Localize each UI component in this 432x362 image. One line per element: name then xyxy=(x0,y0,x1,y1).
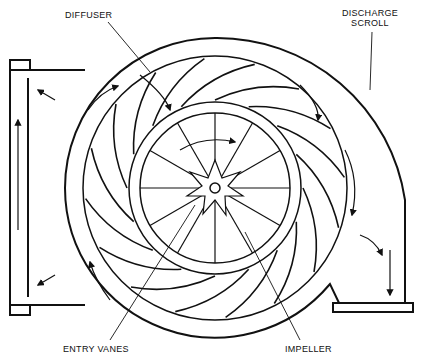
part-label: DISCHARGE SCROLL xyxy=(338,8,402,28)
part-label: ENTRY VANES xyxy=(62,344,130,354)
part-label: DIFFUSER xyxy=(64,10,113,20)
part-label: IMPELLER xyxy=(284,344,333,354)
